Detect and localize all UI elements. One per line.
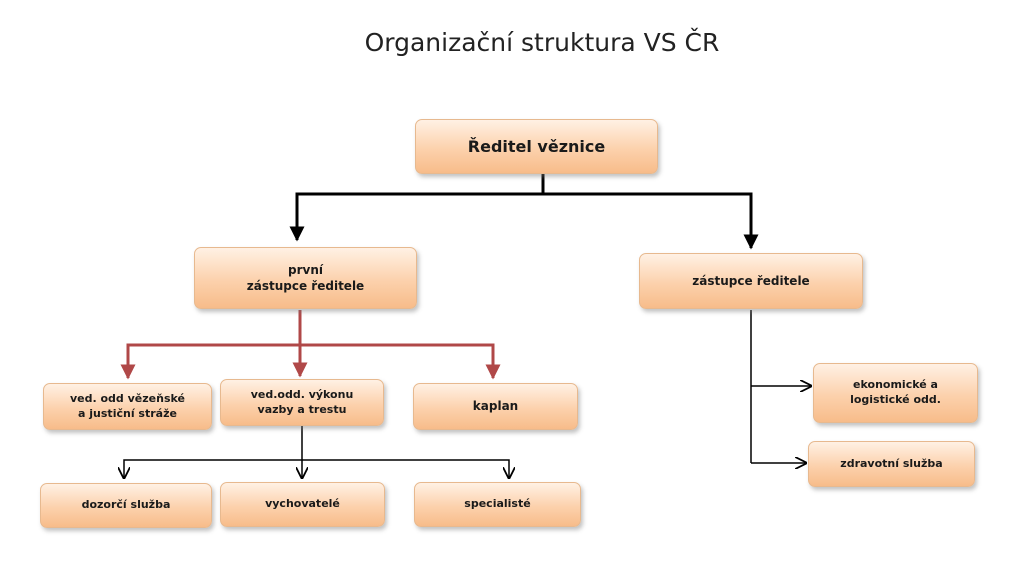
link-custody-specialists (302, 459, 509, 478)
link-custody-supervision (124, 426, 303, 478)
node-economic-dept-line2: logistické odd. (850, 393, 941, 406)
node-guard-dept-line2: a justiční stráže (78, 406, 177, 420)
first-deputy-links (120, 310, 501, 380)
node-custody-dept-line2: vazby a trestu (257, 402, 347, 416)
node-economic-dept: ekonomické a logistické odd. (813, 363, 978, 423)
node-chaplain-label: kaplan (472, 399, 519, 414)
node-first-deputy-line1: první (287, 262, 323, 277)
node-first-deputy-line2: zástupce ředitele (246, 279, 365, 293)
node-supervision: dozorčí služba (40, 483, 212, 528)
node-educators-label: vychovatelé (265, 497, 340, 511)
deputy-links (750, 310, 811, 463)
director-links (289, 174, 759, 250)
node-director-label: Ředitel věznice (467, 136, 606, 156)
link-director-deputy (543, 192, 759, 250)
link-director-first-deputy (289, 174, 545, 242)
node-guard-dept: ved. odd vězeňské a justiční stráže (43, 383, 212, 430)
node-supervision-label: dozorčí služba (81, 498, 171, 512)
node-first-deputy: první zástupce ředitele (194, 247, 417, 309)
chart-title: Organizační struktura VS ČR (364, 28, 720, 57)
link-first-deputy-chaplain (300, 343, 501, 380)
node-custody-dept-line1: ved.odd. výkonu (250, 387, 354, 401)
node-deputy: zástupce ředitele (639, 253, 863, 309)
node-guard-dept-line1: ved. odd vězeňské (69, 391, 185, 405)
node-specialists: specialisté (414, 482, 581, 527)
node-specialists-label: specialisté (464, 497, 531, 511)
node-educators: vychovatelé (220, 482, 385, 527)
link-first-deputy-guard (120, 310, 302, 380)
node-economic-dept-line1: ekonomické a (853, 378, 938, 392)
node-custody-dept: ved.odd. výkonu vazby a trestu (220, 379, 384, 426)
node-chaplain: kaplan (413, 383, 578, 430)
node-medical: zdravotní služba (808, 441, 975, 487)
node-deputy-label: zástupce ředitele (692, 273, 810, 288)
node-medical-label: zdravotní služba (840, 456, 943, 470)
custody-links (124, 426, 509, 478)
node-director: Ředitel věznice (415, 119, 658, 174)
